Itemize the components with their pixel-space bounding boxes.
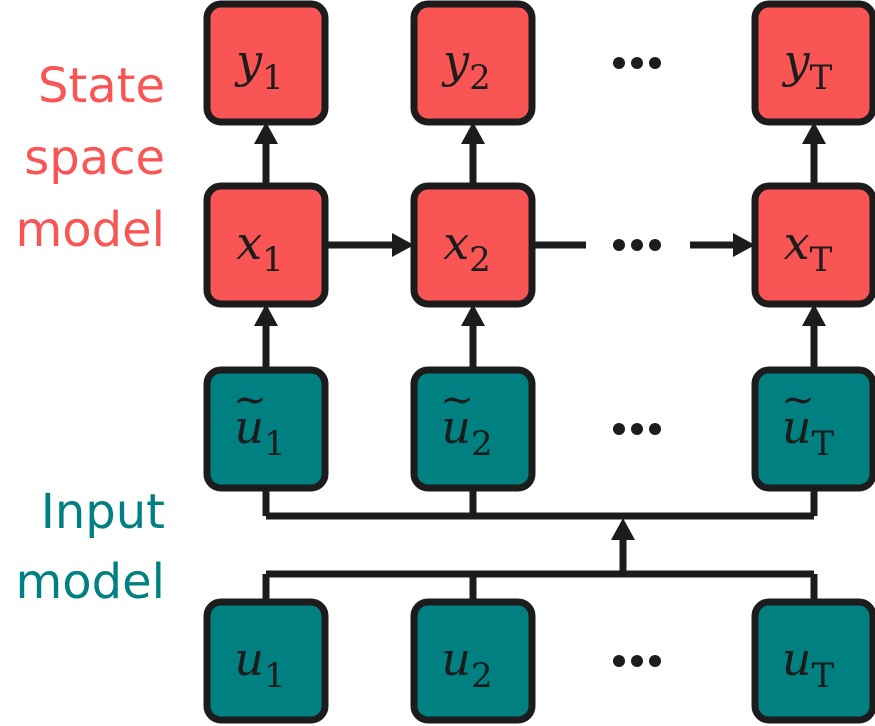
tilde-mark: ~ [233,377,267,423]
node-box [410,366,536,492]
node-y-T: yT [751,0,875,126]
node-label: u1 [234,632,285,696]
node-y-1: y1 [203,0,329,126]
arrow-ut-to-x-0 [254,304,278,370]
state-label-line2: space [24,130,165,186]
node-box [751,598,875,724]
node-box [203,0,329,126]
arrow-ut-to-x-1 [461,304,485,370]
node-label: u2 [441,632,492,696]
arrow-x1-to-x2 [325,233,414,257]
tilde-mark: ~ [440,377,474,423]
ellipsis-y [613,57,661,69]
node-box [751,182,875,308]
node-label: yT [782,34,833,98]
node-box [203,182,329,308]
arrow-x-to-y-1 [461,122,485,186]
state-label-line1: State [38,58,165,114]
node-ut-T: uT~ [751,366,875,492]
node-box [751,0,875,126]
node-box [751,366,875,492]
node-box [203,598,329,724]
input-model-label: Input model [16,484,165,610]
node-box [203,366,329,492]
node-box [410,0,536,126]
state-label-line3: model [16,202,165,258]
arrow-ut-to-x-2 [802,304,826,370]
connectors [254,122,826,602]
node-label: x1 [236,216,284,280]
input-model-bus [262,488,818,602]
node-x-2: x2 [410,182,536,308]
input-label-line2: model [16,554,165,610]
node-u-1: u1 [203,598,329,724]
arrow-x-to-y-2 [802,122,826,186]
node-label: xT [784,216,833,280]
node-label: x2 [443,216,491,280]
node-label: y1 [234,34,284,98]
node-x-T: xT [751,182,875,308]
node-label: u1 [234,400,285,464]
arrow-x-to-y-0 [254,122,278,186]
node-label: uT [782,632,835,696]
node-x-1: x1 [203,182,329,308]
input-label-line1: Input [41,484,165,540]
node-ut-1: u1~ [203,366,329,492]
node-ut-2: u2~ [410,366,536,492]
tilde-mark: ~ [781,377,815,423]
state-space-model-label: State space model [16,58,165,258]
ellipsis-x [613,239,661,251]
node-box [410,598,536,724]
node-u-2: u2 [410,598,536,724]
ellipses [613,57,661,667]
node-box [410,182,536,308]
node-label: uT [782,400,835,464]
ellipsis-ut [613,423,661,435]
node-y-2: y2 [410,0,536,126]
node-label: u2 [441,400,492,464]
node-label: y2 [441,34,491,98]
arrow-dots-to-xT [690,233,755,257]
node-u-T: uT [751,598,875,724]
ellipsis-u [613,655,661,667]
